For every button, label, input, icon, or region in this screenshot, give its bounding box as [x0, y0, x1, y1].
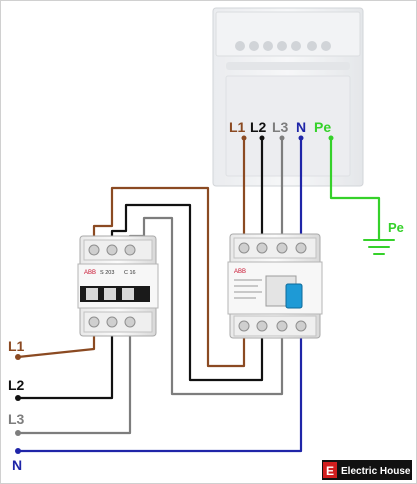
mcb-bottom-terminals [83, 311, 153, 333]
rcd-test-switch [285, 283, 303, 309]
mcb-model: S 203 [100, 270, 114, 276]
ground-label: Pe [388, 220, 404, 235]
stove-terminal-labels: L1 L2 L3 N Pe [229, 119, 331, 135]
residual-current-device: ABB [227, 233, 323, 339]
wire-l2-input [16, 324, 114, 400]
wire-pe-ground [329, 136, 381, 242]
wire-l2-mcb-to-rcd [110, 203, 264, 382]
stove-oven-door [225, 75, 351, 177]
stove-dot-pe [328, 135, 334, 141]
input-label-l2: L2 [8, 377, 25, 393]
ground-icon [363, 239, 395, 255]
stove-dot-n [298, 135, 304, 141]
electric-stove [212, 7, 364, 187]
rcd-bottom-terminals [233, 315, 317, 337]
stove-dot-l2 [259, 135, 265, 141]
input-label-l1: L1 [8, 338, 25, 354]
stove-label-l1: L1 [229, 119, 246, 135]
watermark: E Electric House [322, 460, 412, 480]
stove-terminal-dots [241, 135, 334, 141]
mcb-rating: C 16 [124, 270, 136, 276]
stove-label-l2: L2 [250, 119, 267, 135]
input-label-l3: L3 [8, 411, 25, 427]
mcb-brand: ABB [84, 270, 96, 276]
input-labels: L1 L2 L3 N [8, 338, 25, 473]
terminal-dot-l2 [15, 395, 21, 401]
terminal-dot-l1 [15, 354, 21, 360]
wire-l3-input [16, 324, 132, 435]
wire-n-input [16, 336, 303, 453]
stove-handle [226, 62, 350, 70]
stove-label-pe: Pe [314, 119, 331, 135]
wire-l1-mcb-to-rcd [92, 186, 246, 368]
input-terminals [15, 354, 21, 454]
stove-label-l3: L3 [272, 119, 289, 135]
input-label-n: N [12, 457, 22, 473]
mcb-top-terminals [83, 239, 153, 261]
watermark-logo-letter: E [326, 464, 334, 478]
stove-knobs [235, 41, 331, 51]
terminal-dot-l3 [15, 430, 21, 436]
rcd-brand: ABB [234, 269, 246, 275]
watermark-background [322, 460, 412, 480]
watermark-logo [323, 462, 337, 478]
circuit-breaker-3p: ABB S 203 C 16 [77, 235, 159, 337]
stove-dot-l3 [279, 135, 285, 141]
terminal-dot-n [15, 448, 21, 454]
stove-dot-l1 [241, 135, 247, 141]
watermark-text: Electric House [341, 466, 411, 477]
stove-label-n: N [296, 119, 306, 135]
rcd-top-terminals [233, 237, 317, 259]
